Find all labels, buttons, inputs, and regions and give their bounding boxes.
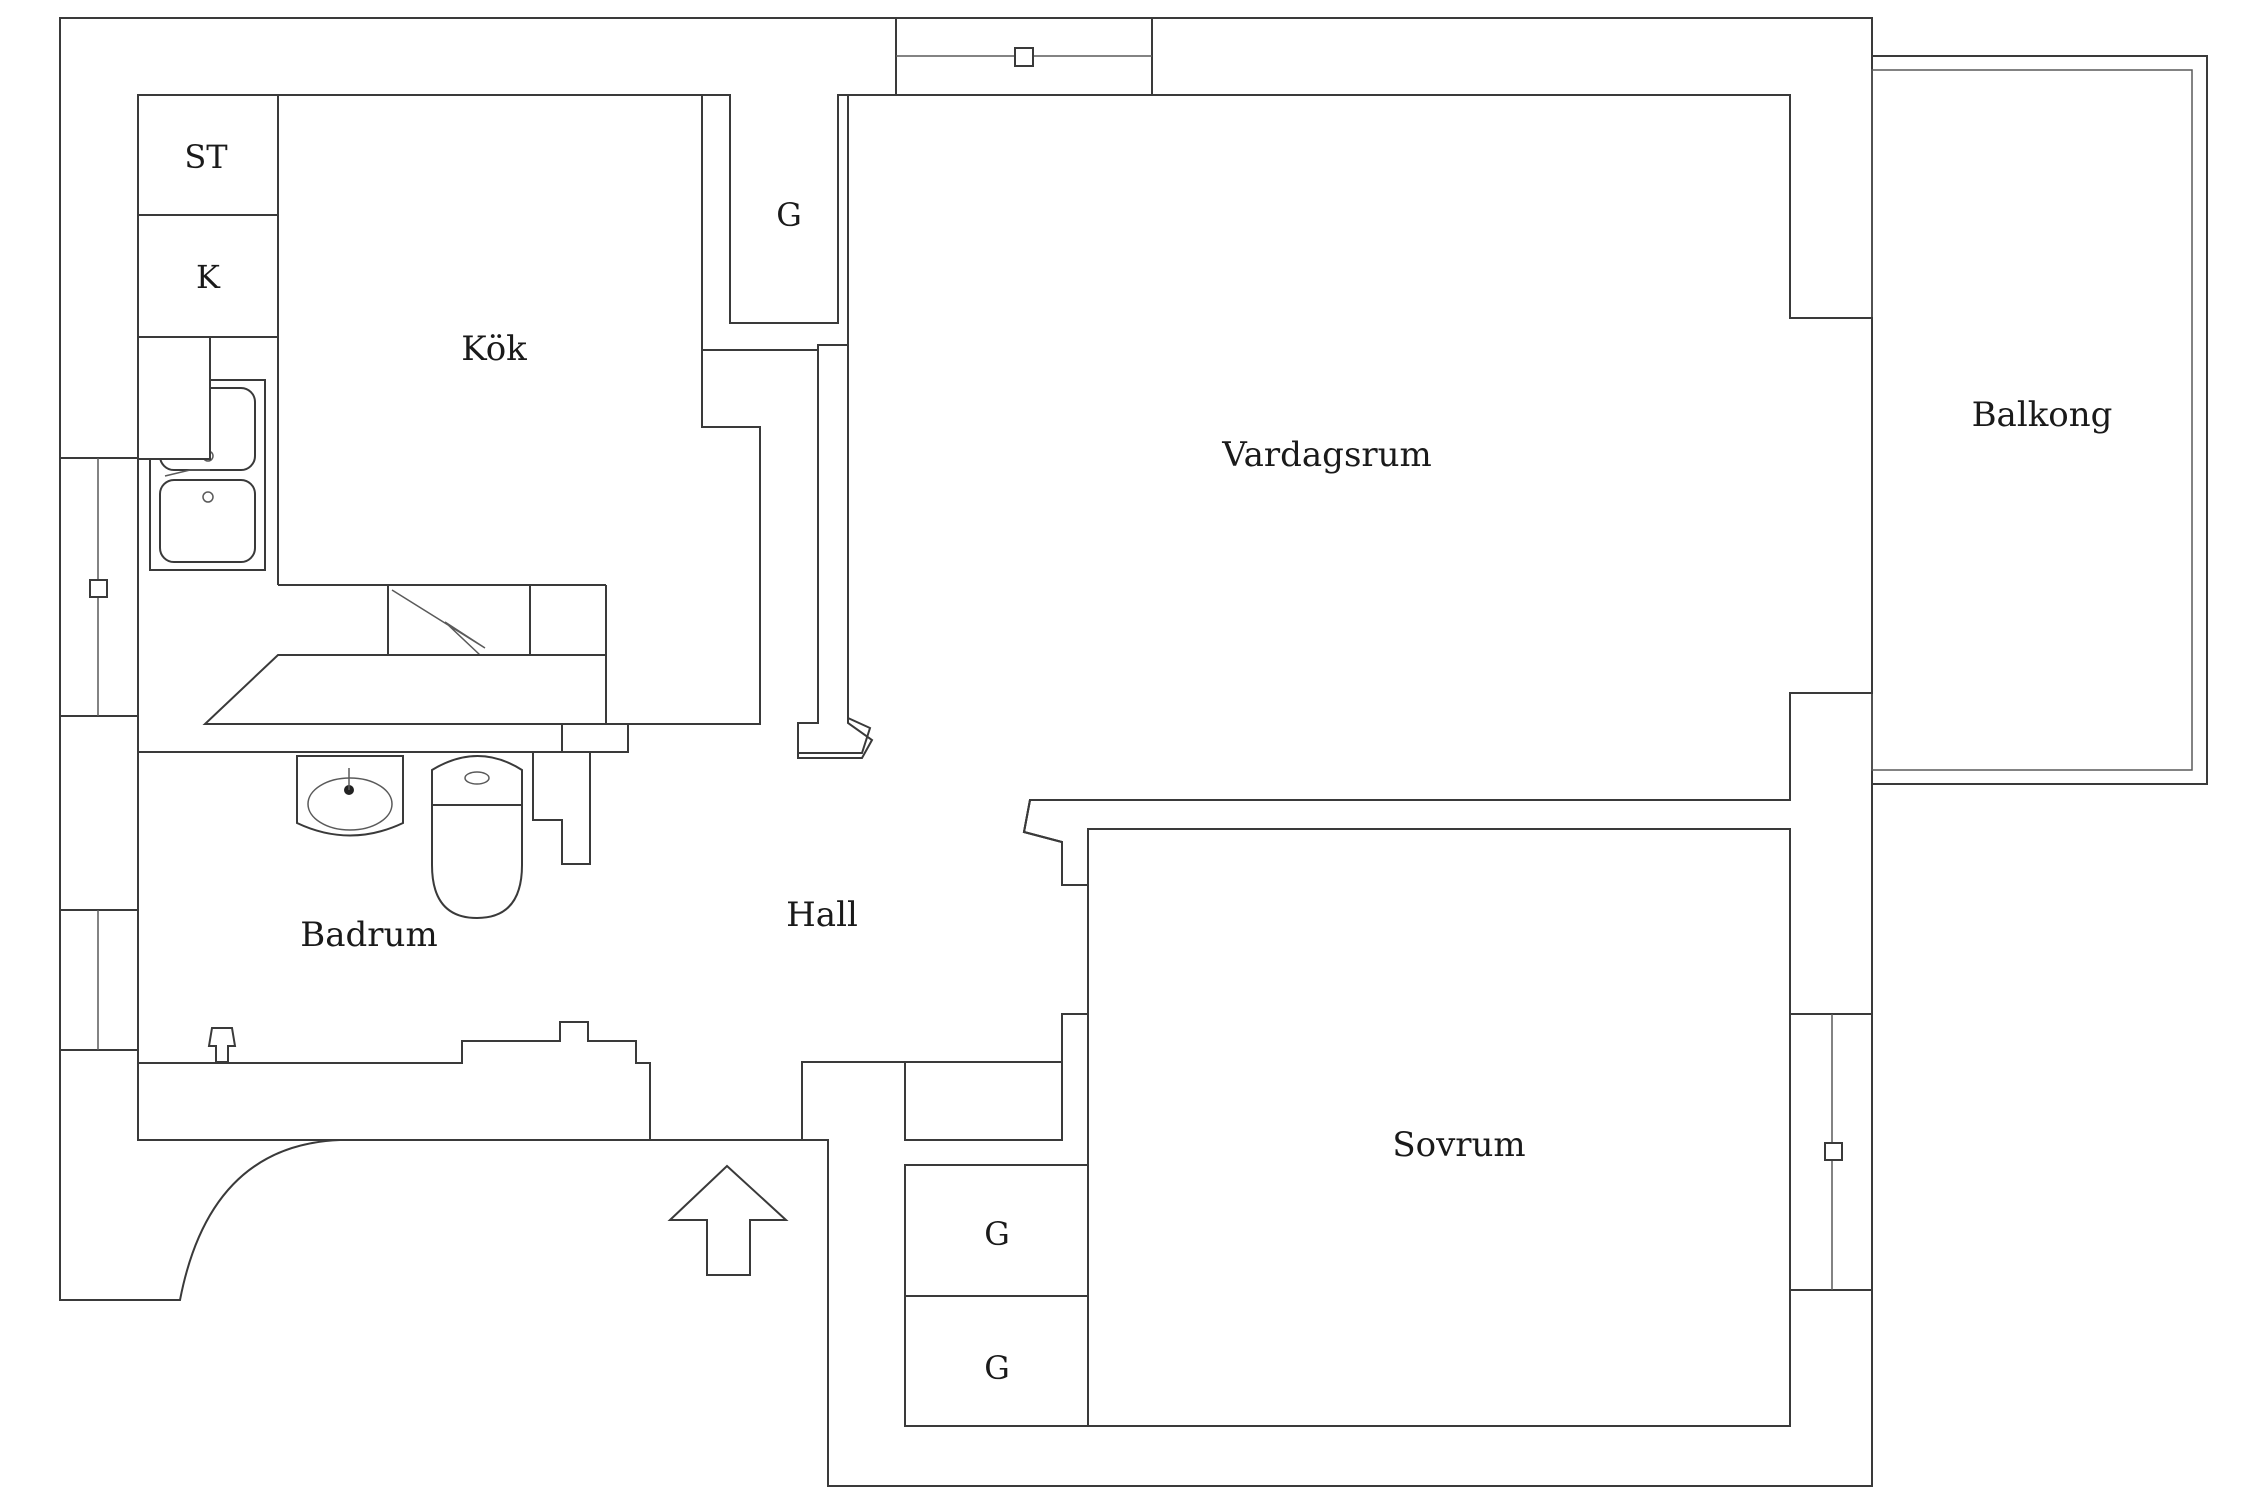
left-radiator-icon [89, 579, 108, 598]
stove-box [137, 94, 279, 216]
living-room-label: Vardagsrum [1221, 435, 1432, 475]
floor-drain-icon [207, 1027, 237, 1063]
stove-label: ST [184, 138, 228, 176]
sink-faucet [164, 469, 210, 477]
hall-wall-left [702, 95, 874, 759]
entrance-arrow-icon [667, 1164, 789, 1276]
sink-drain-bottom [202, 491, 214, 503]
bedroom-wardrobe-label-1: G [984, 1215, 1010, 1253]
kitchen-upper-unit [137, 336, 211, 460]
bedroom-wardrobe-label-2: G [984, 1349, 1010, 1387]
kitchen-label: Kök [461, 329, 527, 369]
bedroom-walls [904, 1013, 1089, 1165]
washbasin-bowl [307, 777, 393, 831]
fridge-label: K [196, 258, 221, 296]
dishwasher-box [387, 584, 531, 656]
living-room-walls [848, 94, 1872, 1427]
dishwasher-door [391, 589, 486, 656]
left-window-niche-bottom [59, 909, 139, 1051]
toilet-tank [431, 755, 523, 806]
washbasin [296, 755, 404, 837]
counter-ledge [561, 723, 629, 753]
bedroom-label: Sovrum [1392, 1125, 1525, 1165]
right-window-niche [1789, 1013, 1873, 1291]
hall-label: Hall [786, 895, 858, 935]
bathroom-label: Badrum [300, 915, 437, 955]
toilet-bowl [431, 804, 523, 920]
sink-basin-bottom [159, 479, 256, 563]
hall-wardrobe-label: G [776, 196, 802, 234]
right-radiator-icon [1824, 1142, 1843, 1161]
left-window-niche-top [59, 457, 139, 717]
balcony-label: Balkong [1972, 395, 2113, 435]
top-radiator-icon [1014, 47, 1034, 67]
toilet-flush [464, 771, 490, 785]
